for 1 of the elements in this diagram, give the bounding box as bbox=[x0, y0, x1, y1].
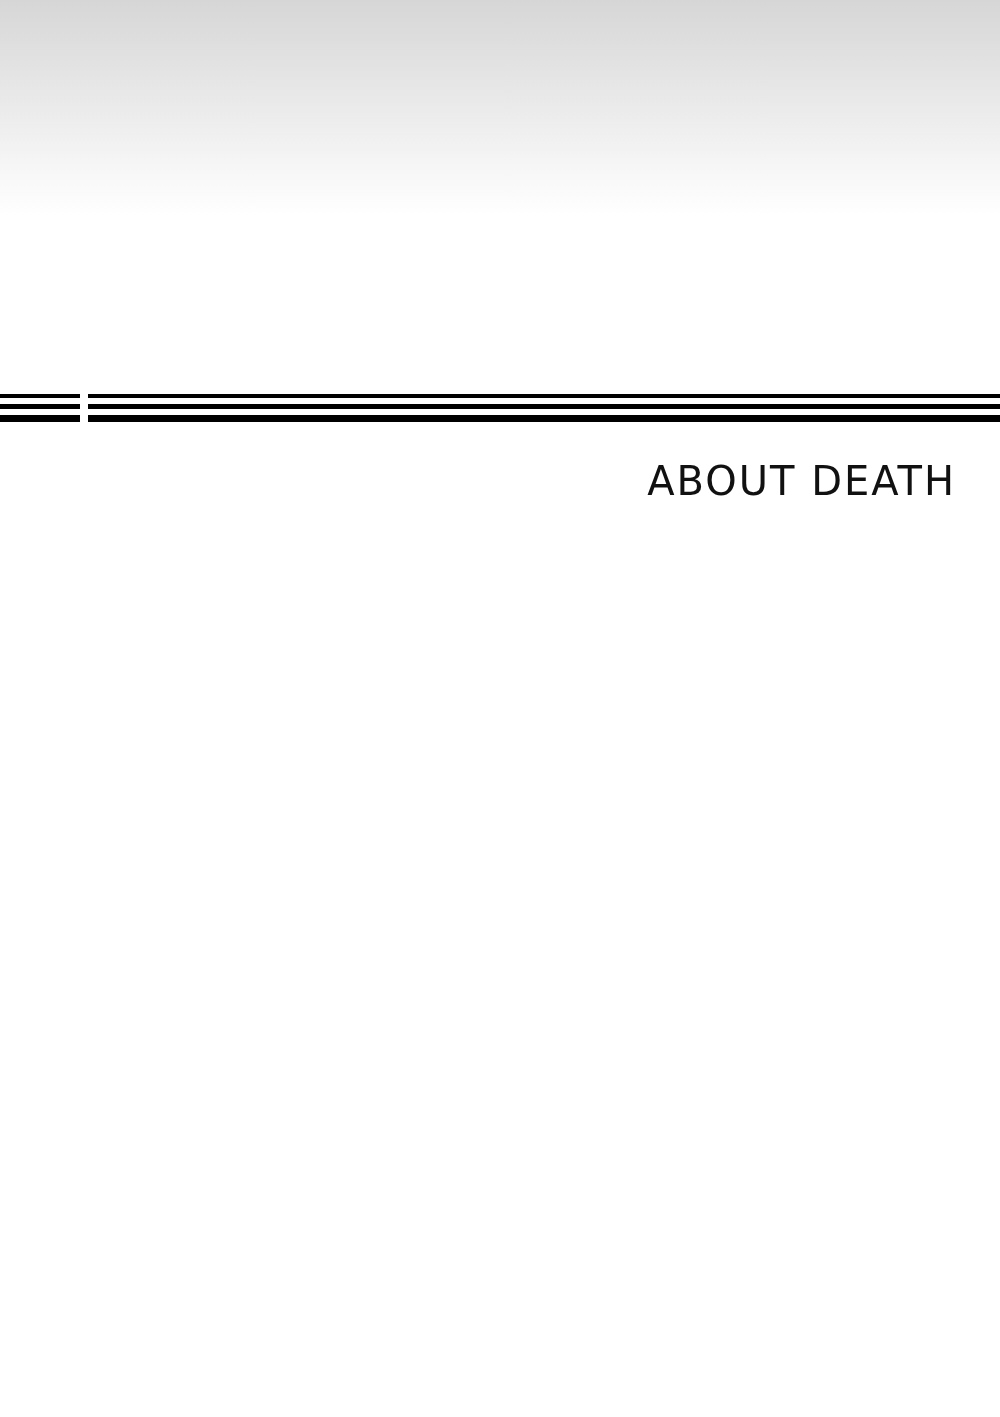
page-title: ABOUT DEATH bbox=[647, 458, 956, 504]
